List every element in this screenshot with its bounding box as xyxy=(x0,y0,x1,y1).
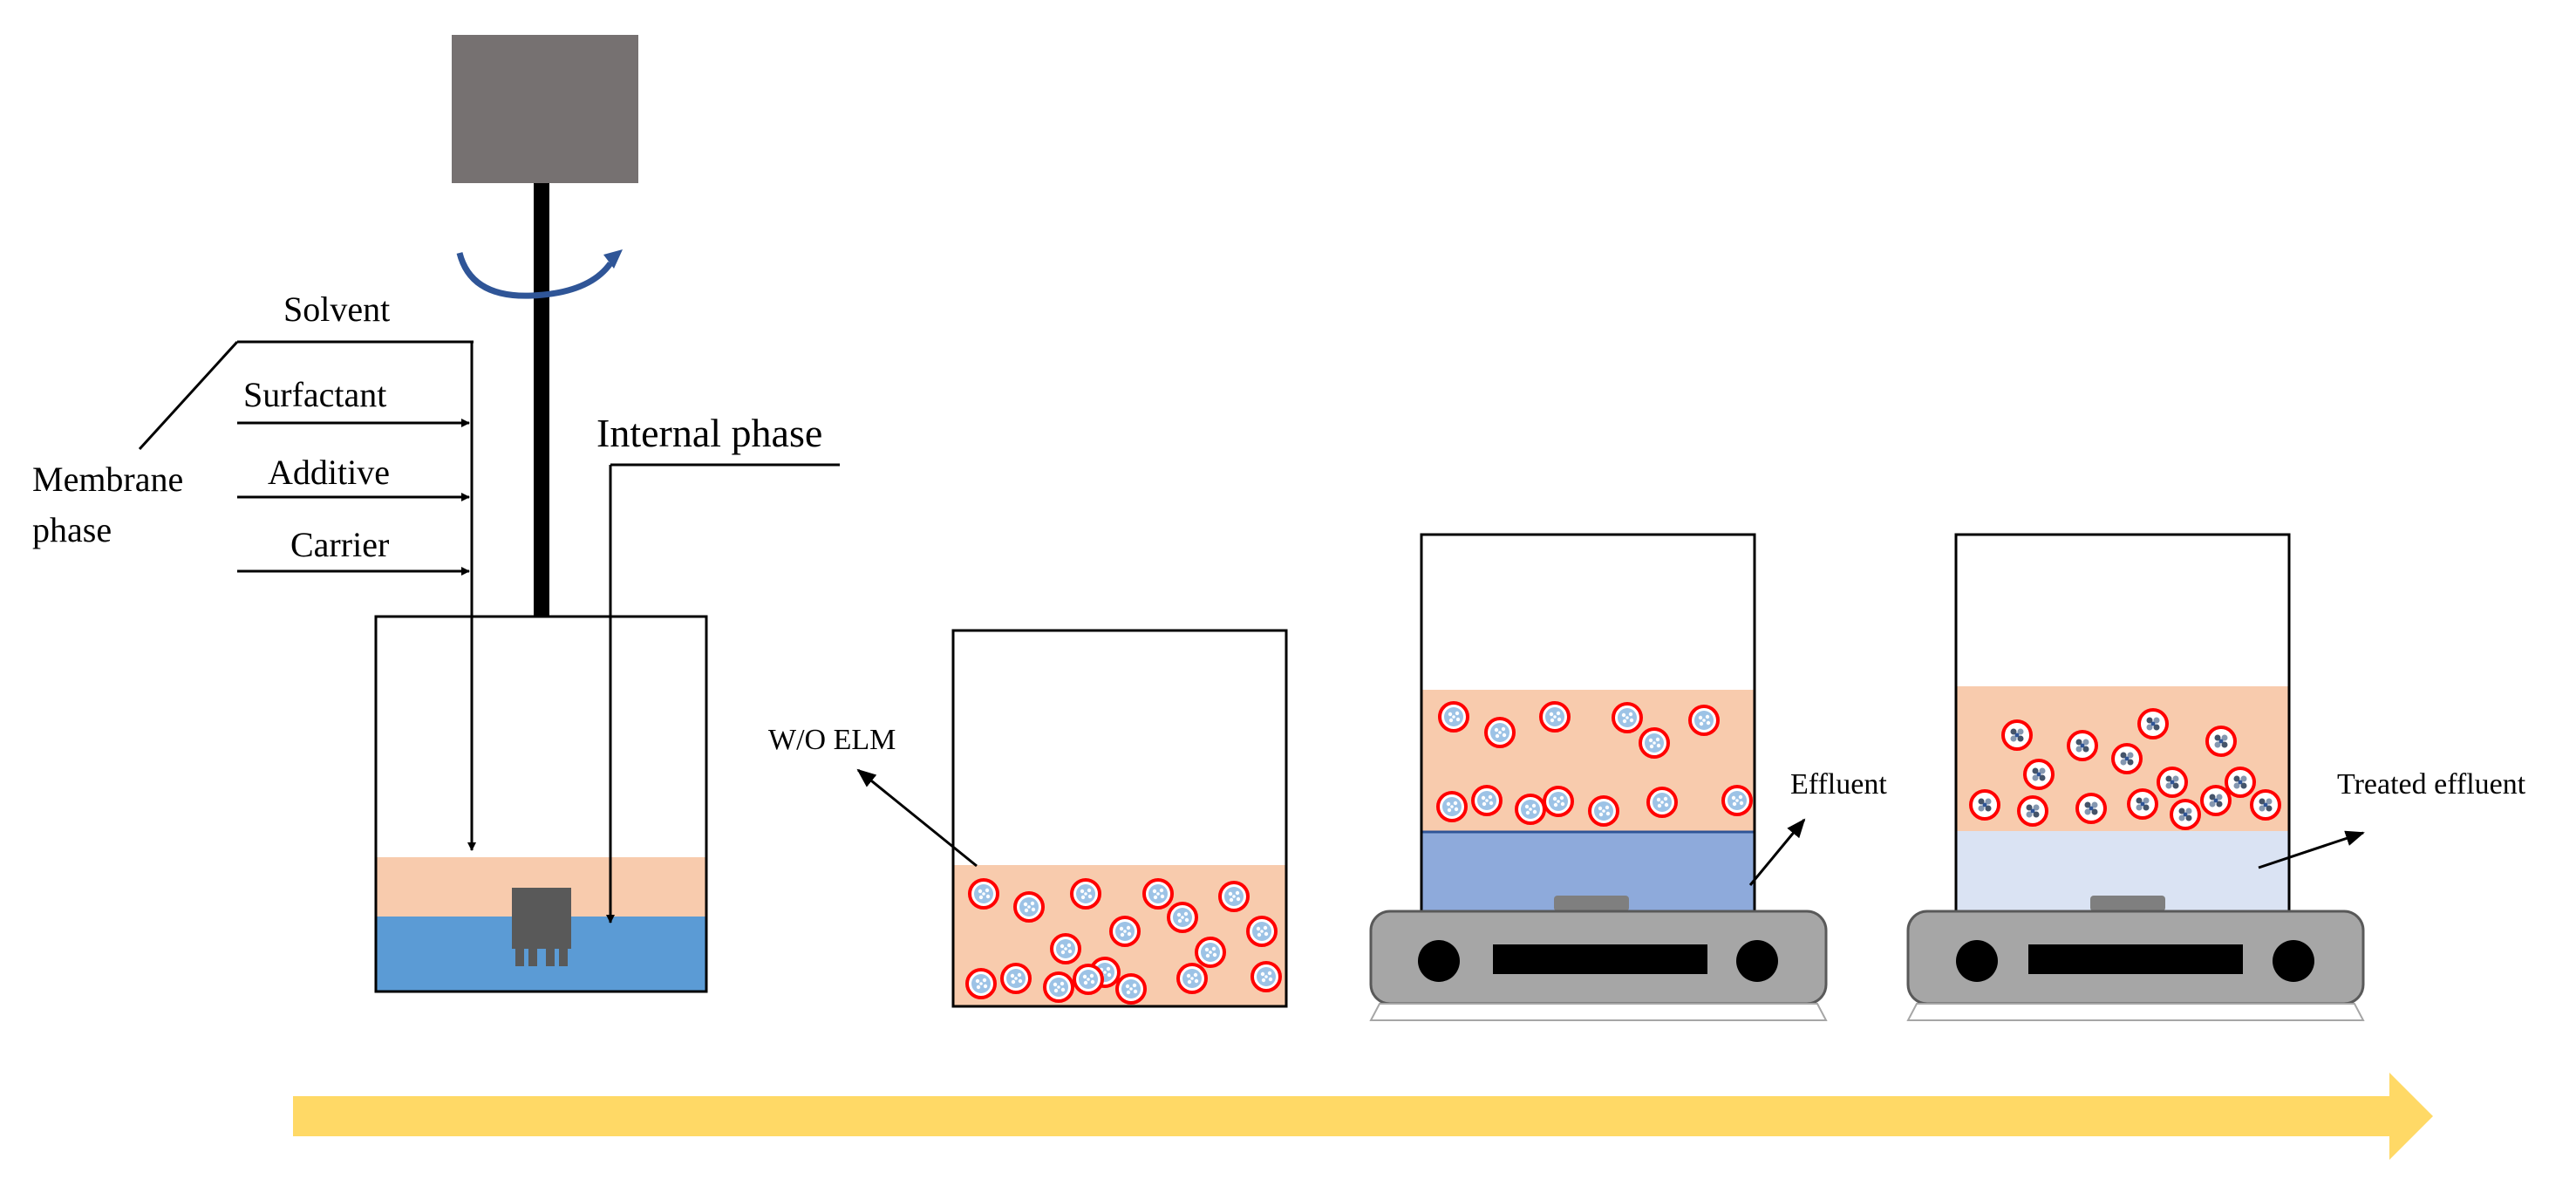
solvent-label: Solvent xyxy=(283,290,390,329)
membrane-label-line2: phase xyxy=(32,510,112,549)
magnetic-stirrer-icon xyxy=(1369,896,1828,1021)
emulsification-stage: Solvent Surfactant Additive Carrier Memb… xyxy=(32,35,840,993)
carrier-label: Carrier xyxy=(290,525,389,564)
wo-elm-label: W/O ELM xyxy=(768,724,896,756)
motor-icon xyxy=(452,35,638,183)
treated-effluent-label: Treated effluent xyxy=(2337,768,2526,801)
emulsion-stage: W/O ELM xyxy=(768,629,1288,1008)
treated-stage: Treated effluent xyxy=(1906,533,2526,1021)
internal-phase-label: Internal phase xyxy=(596,411,822,455)
magnetic-stirrer-icon-2 xyxy=(1906,896,2365,1021)
impeller-icon xyxy=(512,888,571,966)
process-arrow-icon xyxy=(293,1073,2433,1160)
effluent-label: Effluent xyxy=(1790,768,1887,801)
additive-label: Additive xyxy=(268,453,390,492)
rotation-arrow-icon xyxy=(456,249,623,299)
surfactant-label: Surfactant xyxy=(243,375,386,414)
extraction-stage: Effluent xyxy=(1369,533,1887,1021)
membrane-label: Membrane xyxy=(32,460,183,499)
